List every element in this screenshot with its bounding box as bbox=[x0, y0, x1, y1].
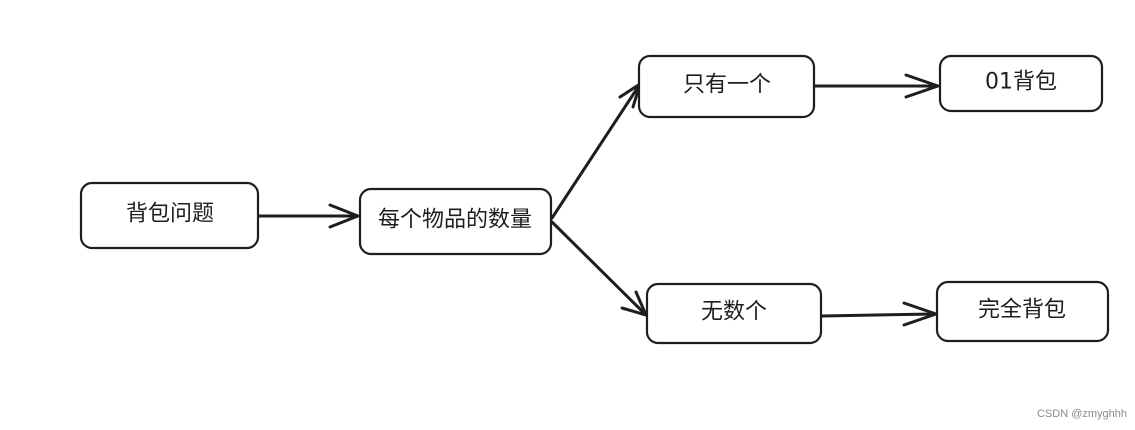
edge-infinite-to-complete bbox=[820, 301, 938, 327]
node-complete: 完全背包 bbox=[935, 280, 1110, 343]
node-quantity-label: 每个物品的数量 bbox=[378, 208, 532, 233]
node-only-one: 只有一个 bbox=[637, 54, 816, 119]
node-infinite: 无数个 bbox=[645, 282, 823, 345]
watermark-text: CSDN @zmyghhh bbox=[1036, 408, 1127, 420]
node-infinite-label: 无数个 bbox=[701, 300, 767, 325]
edge-only-one-to-zero-one bbox=[809, 73, 940, 99]
node-root: 背包问题 bbox=[79, 181, 260, 250]
node-root-label: 背包问题 bbox=[126, 202, 214, 227]
edge-root-to-quantity bbox=[256, 203, 360, 229]
node-only-one-label: 只有一个 bbox=[683, 73, 771, 98]
node-complete-label: 完全背包 bbox=[978, 298, 1066, 323]
node-zero-one: 01背包 bbox=[938, 54, 1104, 113]
edge-quantity-to-only-one bbox=[550, 82, 642, 220]
node-zero-one-label: 01背包 bbox=[985, 70, 1057, 95]
edge-quantity-to-infinite bbox=[550, 220, 648, 317]
node-quantity: 每个物品的数量 bbox=[358, 187, 553, 256]
